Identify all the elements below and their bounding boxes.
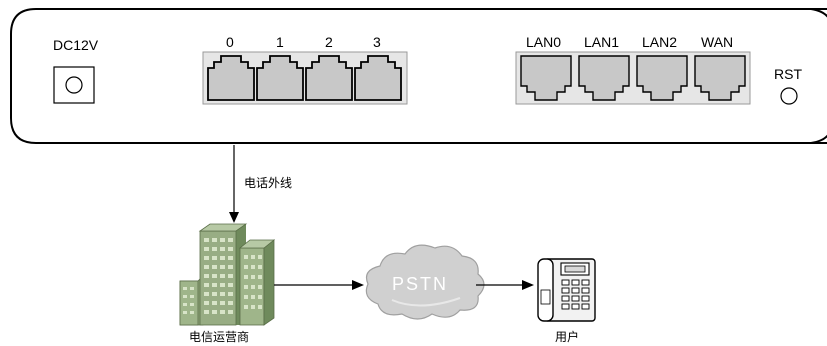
rj11-port-icon [305, 55, 353, 101]
reset-button-icon [780, 87, 798, 105]
lan-port-label-0: LAN0 [526, 34, 562, 50]
fxo-port-label-1: 1 [276, 34, 284, 50]
power-jack-icon [53, 66, 95, 104]
carrier-building-icon [179, 223, 276, 326]
rj45-port-icon [578, 55, 630, 101]
external-line-arrow [229, 145, 239, 223]
lan-port-label-2: LAN2 [642, 34, 678, 50]
reset-label: RST [774, 66, 802, 82]
carrier-label: 电信运营商 [189, 330, 250, 344]
pstn-to-user-arrow [476, 280, 534, 290]
pstn-label: PSTN [392, 274, 449, 294]
rj11-port-icon [256, 55, 304, 101]
rj45-port-icon [636, 55, 688, 101]
rj11-port-icon [354, 55, 402, 101]
rj45-port-icon [520, 55, 572, 101]
lan-port-label-1: LAN1 [584, 34, 620, 50]
lan-port-block [515, 51, 751, 105]
pstn-cloud-icon [365, 244, 485, 320]
external-line-label: 电话外线 [244, 176, 293, 190]
rj11-port-icon [207, 55, 255, 101]
fxo-port-label-2: 2 [325, 34, 333, 50]
rj45-port-icon [694, 55, 746, 101]
fxo-port-label-0: 0 [226, 34, 234, 50]
user-label: 用户 [555, 330, 580, 344]
fxo-port-block [202, 51, 408, 105]
wan-port-label: WAN [701, 34, 734, 50]
fxo-port-label-3: 3 [373, 34, 381, 50]
carrier-to-pstn-arrow [274, 280, 364, 290]
device-chassis [10, 8, 827, 144]
telephone-icon [537, 258, 596, 322]
power-label: DC12V [53, 37, 99, 53]
